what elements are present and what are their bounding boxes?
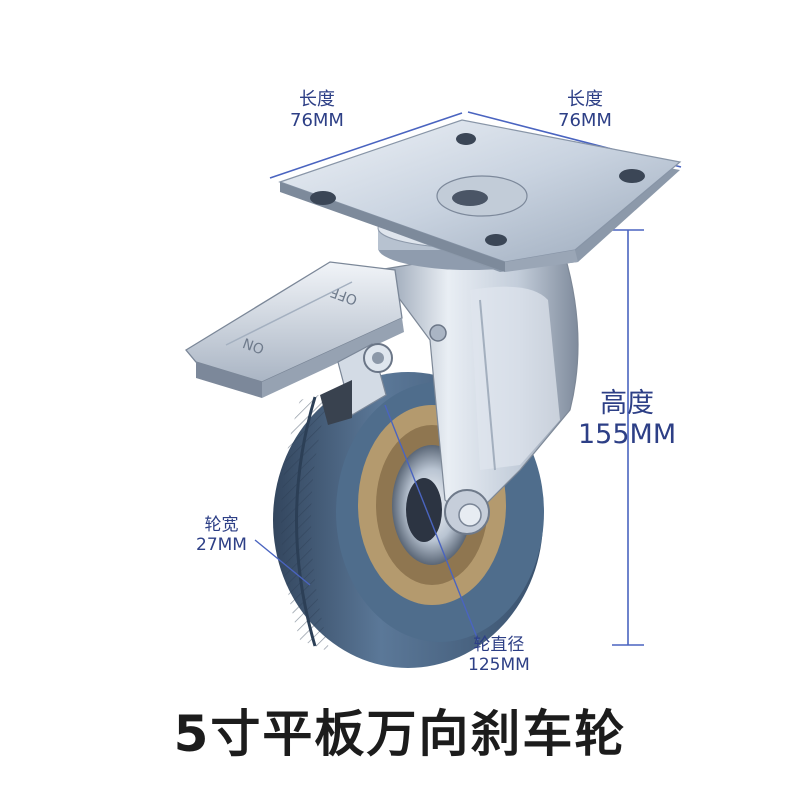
plate-hole (456, 133, 476, 145)
length-left-line (269, 112, 463, 179)
wheel-width-value: 27MM (196, 534, 247, 555)
product-title: 5寸平板万向刹车轮 (173, 705, 627, 763)
brake-on-marking: ON (241, 334, 267, 356)
plate-hole (619, 169, 645, 183)
height-name: 高度 (600, 388, 655, 419)
length-right-value: 76MM (558, 109, 612, 131)
wheel-diameter-name: 轮直径 (473, 635, 525, 655)
length-right-name: 长度 (566, 89, 603, 110)
fork-rivet (429, 324, 447, 342)
length-left-name: 长度 (298, 89, 335, 110)
hub-dark (406, 478, 442, 542)
wheel-diameter-label: 轮直径 125MM (468, 635, 530, 675)
tire-tread (281, 392, 330, 652)
wheel-diameter-pointer (384, 404, 479, 641)
length-left-value: 76MM (290, 109, 344, 131)
tire-groove (295, 396, 317, 647)
length-right-label: 长度 76MM (558, 89, 612, 131)
top-plate (278, 119, 682, 272)
wheel-diameter-value: 125MM (468, 654, 530, 675)
wheel-width-name: 轮宽 (204, 515, 239, 535)
length-left-label: 长度 76MM (290, 89, 344, 131)
fork (376, 239, 579, 535)
height-label: 高度 155MM (578, 388, 676, 450)
height-value: 155MM (578, 419, 677, 451)
wheel-width-pointer (254, 539, 311, 586)
wheel-width-label: 轮宽 27MM (196, 515, 247, 555)
plate-hole (485, 234, 507, 246)
plate-hole (310, 191, 336, 205)
brake-lever: OFF ON (185, 261, 404, 425)
